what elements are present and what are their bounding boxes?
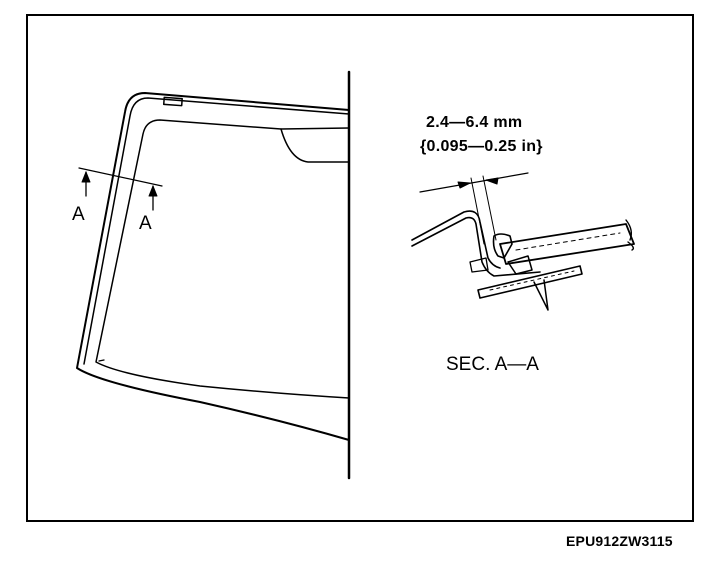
body-panel-flange-2: [411, 210, 501, 269]
dimension-line: [419, 172, 529, 193]
extension-line-2: [482, 175, 497, 241]
dimension-arrow-a: [457, 181, 471, 189]
lower-bracket: [477, 265, 583, 299]
section-line: [78, 167, 163, 187]
windshield-inner-edge: [83, 97, 350, 365]
glass-hatch: [515, 232, 621, 251]
molding: [492, 233, 513, 259]
top-tab: [162, 96, 183, 107]
ceramic-band-edge: [280, 127, 350, 163]
section-marker-left: A: [72, 204, 85, 225]
dimension-mm-label: 2.4—6.4 mm: [426, 114, 523, 131]
figure-frame: [26, 14, 694, 522]
figure-code: EPU912ZW3115: [566, 533, 673, 549]
lower-bracket-rib: [469, 257, 489, 273]
dimension-arrow-b: [485, 177, 499, 185]
windshield-outer-edge: [76, 92, 350, 441]
body-panel-flange: [411, 216, 541, 277]
body-edge-right: [625, 219, 635, 251]
urethane-bead: [507, 255, 533, 275]
ceramic-band-edge-2: [95, 119, 350, 399]
dimension-in-label: {0.095—0.25 in}: [420, 138, 543, 155]
section-marker-right: A: [139, 213, 152, 234]
clip: [533, 279, 549, 311]
bracket-hatch: [489, 270, 575, 291]
section-title: SEC. A—A: [446, 354, 539, 375]
section-arrowhead-right: [148, 185, 158, 197]
ceramic-band-corner: [98, 359, 105, 362]
section-arrowhead-left: [81, 171, 91, 183]
